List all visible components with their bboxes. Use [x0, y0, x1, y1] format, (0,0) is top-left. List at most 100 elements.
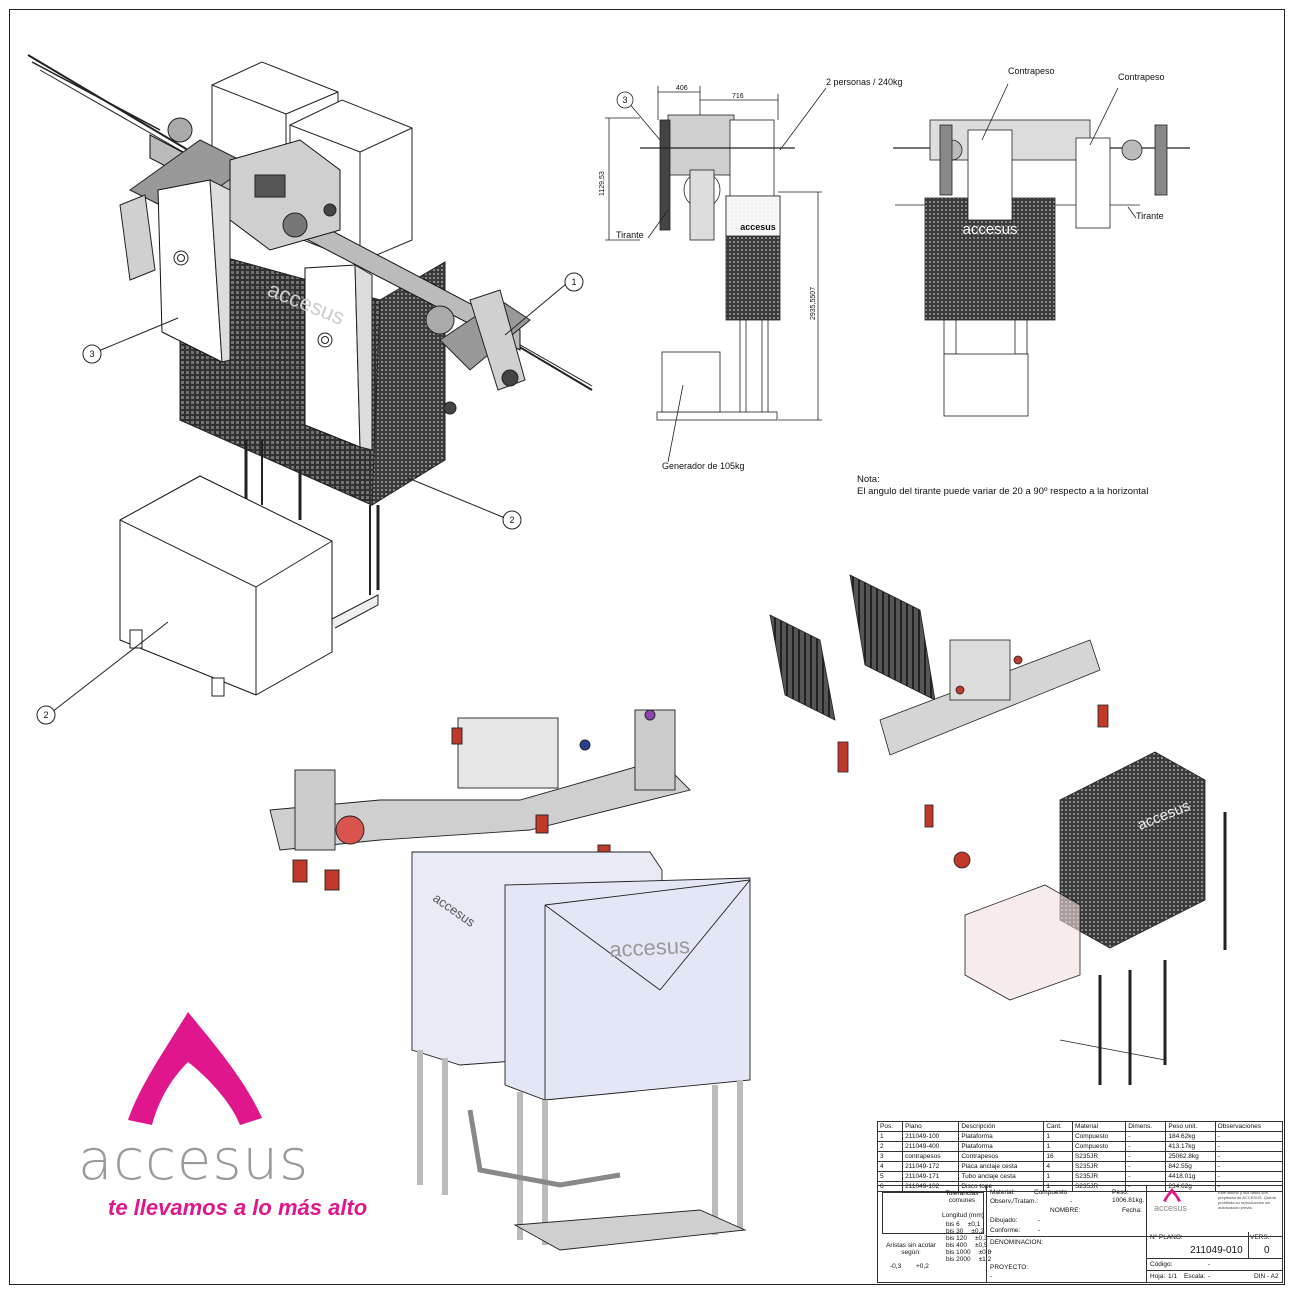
bom-cell: 211049-171	[902, 1171, 960, 1182]
bom-cell: 1	[1043, 1131, 1073, 1142]
brand-block: accesus te llevamos a lo más alto	[78, 1010, 367, 1240]
bom-cell: -	[1125, 1171, 1167, 1182]
peso-value: 1006.81kg.	[1112, 1197, 1145, 1204]
observ-label: Observ./Tratam.:	[990, 1198, 1039, 1205]
assembly-view: accesus accesus	[269, 709, 751, 1251]
bom-cell: 1	[876, 1131, 904, 1142]
label-contrapeso-1: Contrapeso	[1008, 66, 1055, 76]
dim-716: 716	[732, 93, 744, 100]
proyecto-value: -	[990, 1273, 993, 1280]
bom-cell: -	[1214, 1161, 1284, 1172]
escala-value: -	[1208, 1273, 1211, 1280]
hoja-value: 1/1	[1168, 1273, 1178, 1280]
bom-cell: -	[1214, 1171, 1284, 1182]
aristas-label: Aristas sin acotar según:	[886, 1242, 936, 1256]
brand-slogan: te llevamos a lo más alto	[108, 1195, 368, 1220]
escala-label: Escala:	[1184, 1273, 1206, 1280]
side-platform-brand: accesus	[740, 222, 776, 232]
isometric-view: 3 1 2 2 accesus	[27, 54, 593, 725]
bom-header: Plano	[902, 1121, 960, 1132]
bom-cell: Contrapesos	[958, 1151, 1045, 1162]
bom-cell: -	[1214, 1141, 1284, 1152]
brand-logo-mark	[128, 1012, 262, 1125]
longitud-label: Longitud (mm)	[942, 1212, 984, 1219]
tolerance-value: ±0,1	[967, 1221, 981, 1228]
bom-cell: Compuesto	[1071, 1131, 1127, 1142]
denominacion-label: DENOMINACION:	[990, 1239, 1044, 1246]
tolerance-symbols	[882, 1192, 984, 1234]
bom-cell: 4	[1043, 1161, 1073, 1172]
bom-cell: 211049-102	[902, 1181, 960, 1192]
bom-header: Dimens.	[1125, 1121, 1167, 1132]
formato: DIN - A2	[1254, 1273, 1279, 1280]
bom-cell: S235JR	[1071, 1161, 1127, 1172]
drawing-note: Nota: El angulo del tirante puede variar…	[857, 474, 1148, 498]
legal-note: Este diseño y sus datos son propiedad de…	[1218, 1190, 1276, 1210]
cw-brand-front: accesus	[609, 933, 691, 962]
denominacion-value: -	[990, 1248, 993, 1255]
bom-cell: -	[1125, 1161, 1167, 1172]
tolerance-row: bis 400±0,5	[946, 1242, 991, 1249]
label-contrapeso-2: Contrapeso	[1118, 72, 1165, 82]
bill-of-materials: Pos. Plano Descripción Cant. Material Di…	[876, 1121, 1284, 1192]
front-view: accesus	[893, 83, 1190, 417]
bom-cell: -	[1125, 1151, 1167, 1162]
tolerance-row: bis 1000±0,8	[946, 1249, 991, 1256]
note-text: El angulo del tirante puede variar de 20…	[857, 486, 1149, 497]
brand-name: accesus	[78, 1128, 310, 1193]
bom-cell: -	[1214, 1131, 1284, 1142]
bom-cell: S235JR	[1071, 1151, 1127, 1162]
label-tirante-front: Tirante	[1136, 211, 1164, 221]
tolerancias-label: Tolerancias comunes	[945, 1190, 979, 1204]
dibujado-label: Dibujado:	[990, 1217, 1018, 1224]
material-value: Compuesto	[1034, 1189, 1068, 1196]
bom-cell: 211049-172	[902, 1161, 960, 1172]
bom-cell: 842.55g	[1165, 1161, 1216, 1172]
bom-header: Peso unit.	[1165, 1121, 1216, 1132]
bom-cell: 25062.8kg	[1165, 1151, 1216, 1162]
bom-cell: 16	[1043, 1151, 1073, 1162]
bom-cell: -	[1125, 1131, 1167, 1142]
tolerance-range: bis 2000	[946, 1256, 971, 1263]
bom-cell: 2	[876, 1141, 904, 1152]
plano-value: 211049-010	[1190, 1245, 1243, 1256]
tolerance-row: bis 2000 ±1,2	[946, 1256, 991, 1263]
bom-cell: 4418.01g	[1165, 1171, 1216, 1182]
tolerance-row: bis 30±0,2	[946, 1228, 991, 1235]
bom-cell: Compuesto	[1071, 1141, 1127, 1152]
vers-label: VERS.:	[1250, 1234, 1272, 1241]
arista-minus: -0,3	[890, 1263, 902, 1270]
bom-cell: Plataforma	[958, 1131, 1045, 1142]
proyecto-label: PROYECTO:	[990, 1264, 1029, 1271]
tolerance-value: ±0,5	[974, 1242, 988, 1249]
bom-cell: Plataforma	[958, 1141, 1045, 1152]
callout-1: 1	[571, 277, 576, 287]
tolerance-range: bis 1000	[946, 1249, 971, 1256]
bom-cell: -	[1125, 1141, 1167, 1152]
conforme-label: Conforme:	[990, 1227, 1021, 1234]
bom-header: Material	[1071, 1121, 1127, 1132]
bom-cell: 5	[876, 1171, 904, 1182]
exploded-view: accesus	[769, 574, 1227, 1085]
tolerance-value: ±1,2	[978, 1256, 992, 1263]
hoja-label: Hoja:	[1150, 1273, 1166, 1280]
label-2-personas: 2 personas / 240kg	[826, 77, 903, 87]
vers-value: 0	[1264, 1245, 1270, 1256]
codigo-label: Código:	[1150, 1261, 1173, 1268]
title-block: Tolerancias comunes Longitud (mm) bis 6±…	[877, 1185, 1283, 1283]
label-tirante-side: Tirante	[616, 230, 644, 240]
tolerance-range: bis 120	[946, 1235, 967, 1242]
bom-cell: -	[1214, 1181, 1284, 1192]
tolerance-row: bis 120±0,3	[946, 1235, 991, 1242]
conforme-value: -	[1038, 1227, 1041, 1234]
bom-cell: Tubo anclaje cesta	[958, 1171, 1045, 1182]
bom-cell: 211049-100	[902, 1131, 960, 1142]
nombre-label: NOMBRE:	[1050, 1207, 1081, 1214]
bom-header: Pos.	[876, 1121, 904, 1132]
side-view: 3 accesus	[605, 86, 827, 463]
callout-3: 3	[89, 349, 94, 359]
